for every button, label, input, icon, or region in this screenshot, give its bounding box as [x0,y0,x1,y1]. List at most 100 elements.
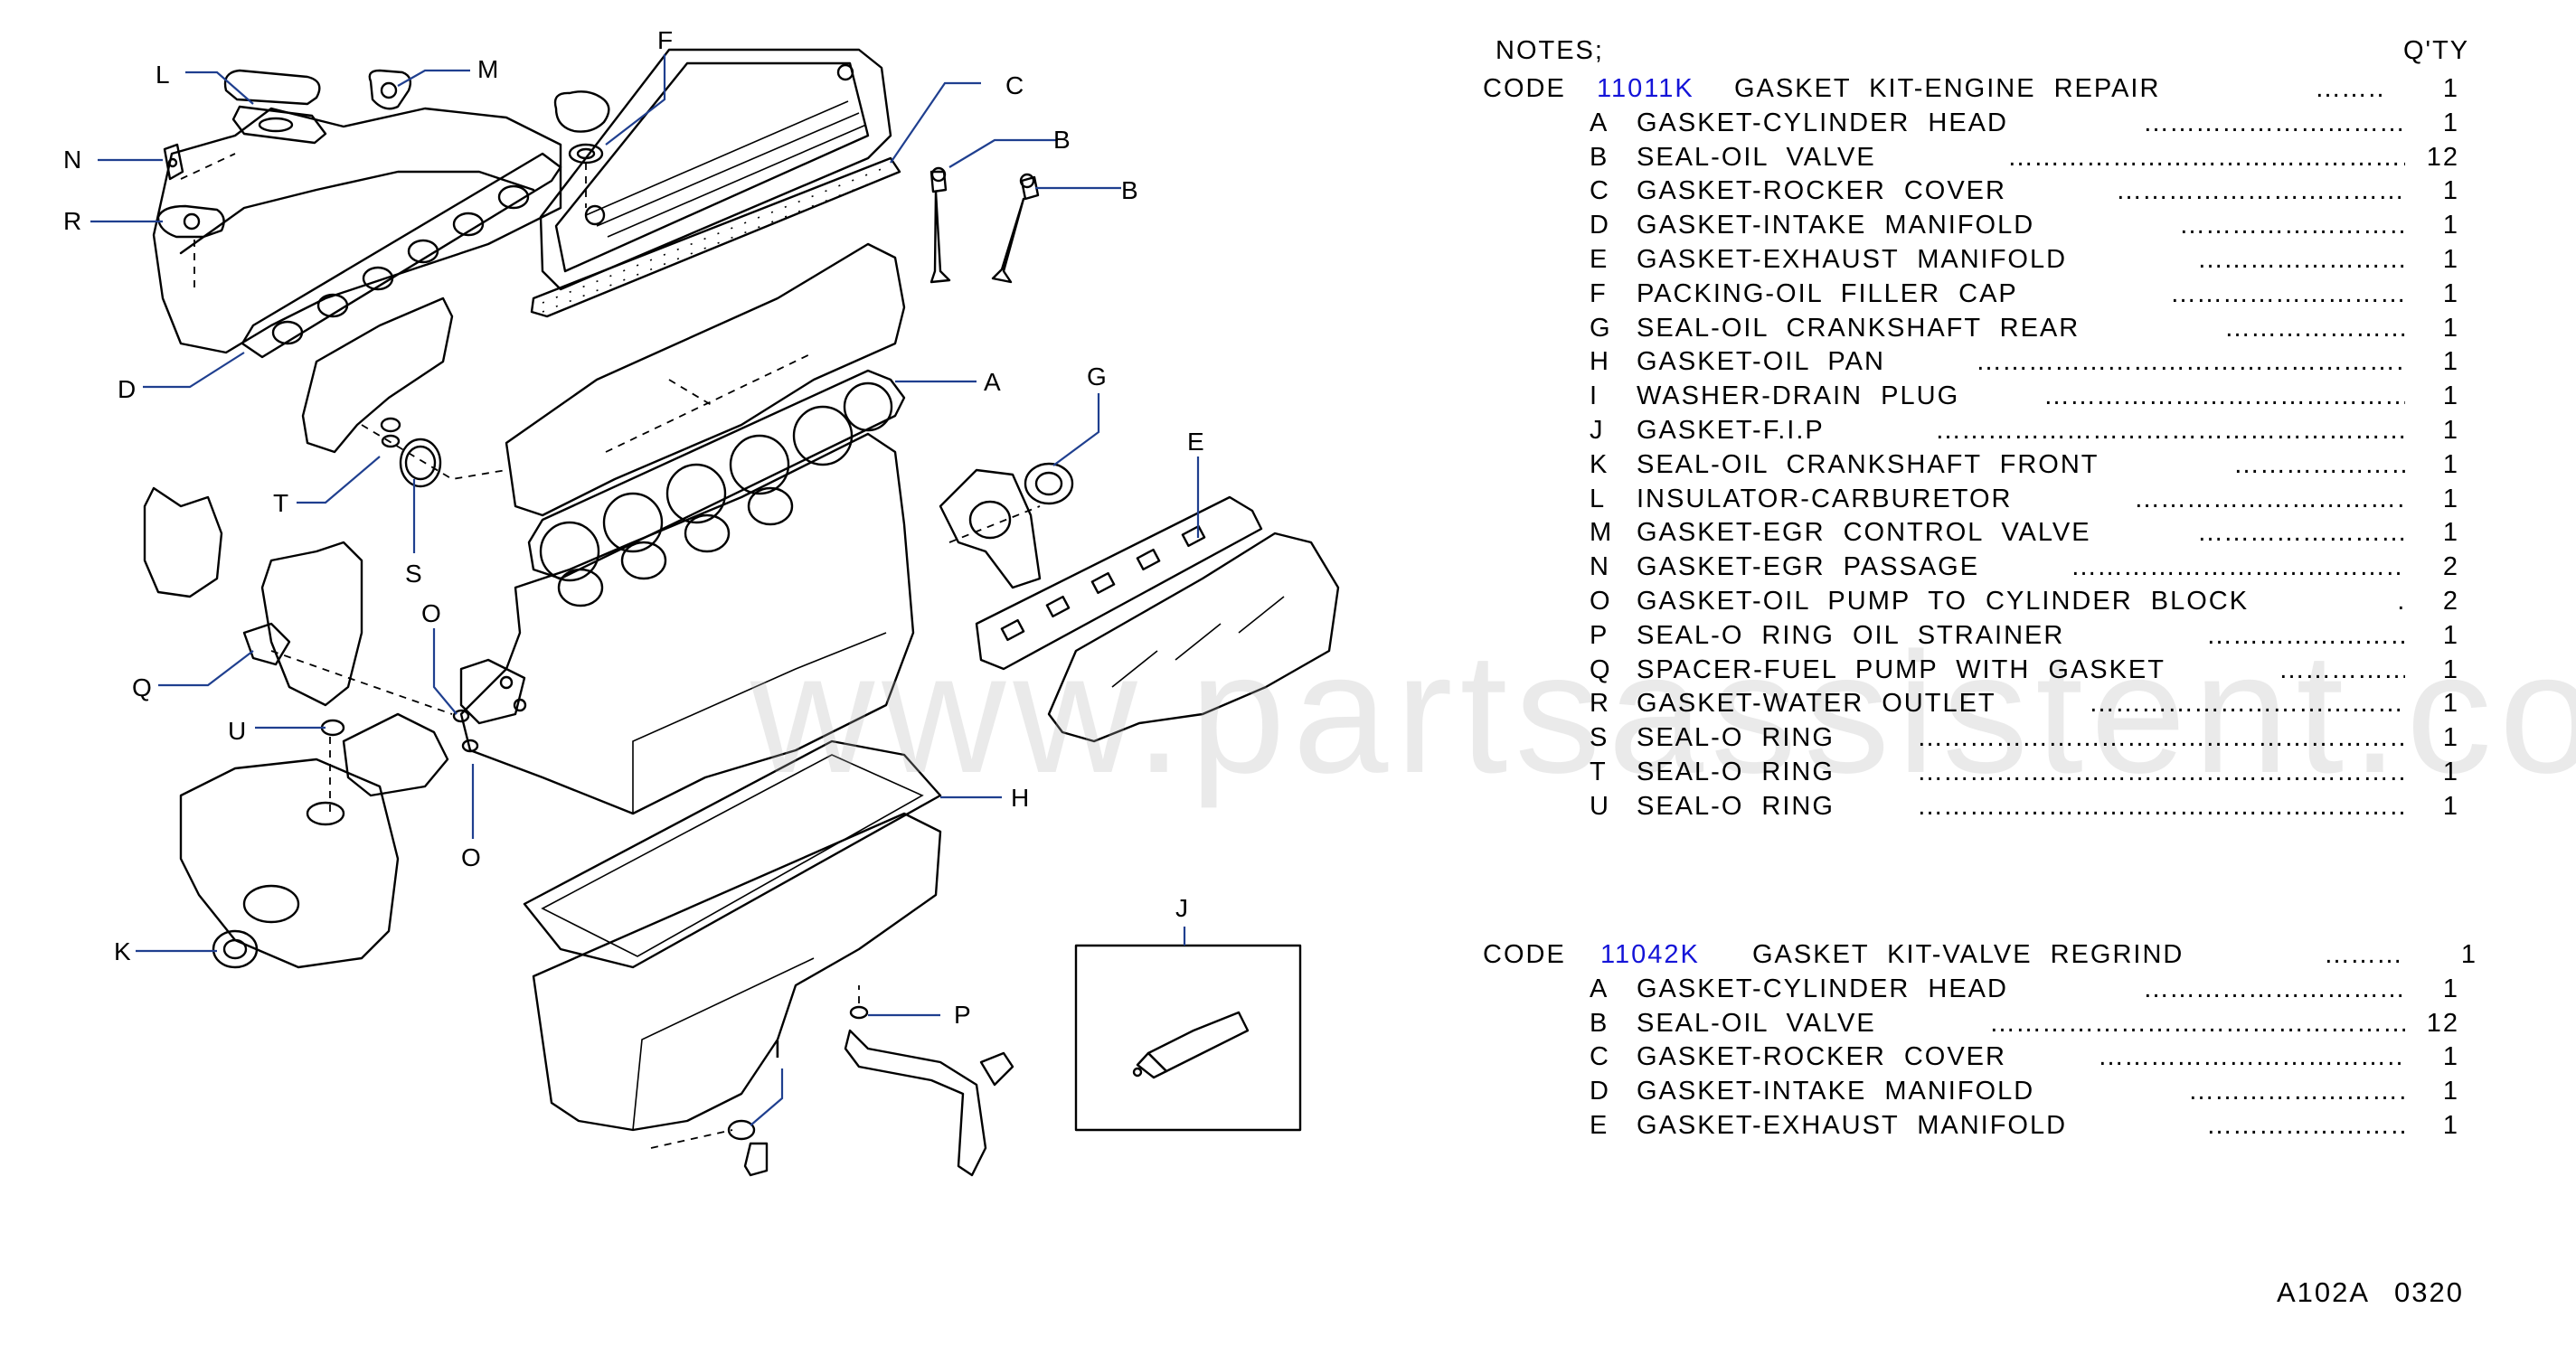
part-description: SEAL-O RING [1637,758,1835,786]
part-description: SEAL-O RING [1637,723,1835,753]
part-qty: 1 [2442,1077,2459,1106]
part-letter: E [1590,1111,1609,1140]
leader-dots: …………………………………………………………………………………………………………… [2188,1077,2405,1106]
part-letter: C [1590,1042,1610,1072]
page-reference-code: A102A 0320 [2277,1276,2464,1308]
callout-b-1: B [1053,126,1071,154]
leader-dots: …………………………………………………………………………………………………………… [2233,449,2405,479]
part-qty: 1 [2442,689,2459,719]
part-qty: 12 [2426,142,2459,172]
part-description: GASKET-CYLINDER HEAD [1637,974,2008,1003]
callout-a: A [984,368,1001,396]
leader-dots: …………………………………………………………………………………………………………… [2143,108,2405,137]
part-letter: L [1590,484,1607,513]
part-qty: 2 [2442,587,2459,616]
callout-g: G [1087,362,1107,391]
part-letter: B [1590,142,1609,172]
front-cover-drawing [179,719,400,969]
notes-label: NOTES; [1496,36,1604,65]
leader-dots: …………………………………………………………………………………………………………… [2170,278,2405,308]
leader-dots: …………………………………………………………………………………………………………… [1917,723,2405,753]
oil-pump-drawing [342,658,527,797]
part-qty: 1 [2442,416,2459,445]
leader-dots: …………………………………………………………………………………………………………… [1917,758,2405,786]
part-description: GASKET-EGR PASSAGE [1637,552,1980,582]
callout-l: L [156,61,170,89]
kit-qty: 1 [2460,940,2477,969]
part-qty: 1 [2442,1042,2459,1072]
intake-gasket-drawing [241,152,562,359]
kit-code[interactable]: 11011K [1597,74,1694,103]
part-qty: 1 [2442,381,2459,411]
qty-header: Q'TY [2403,36,2470,65]
callout-c: C [1005,71,1024,99]
part-row[interactable]: JGASKET-F.I.P………………………………………………………………………… [1483,416,2496,449]
part-description: SEAL-OIL VALVE [1637,1008,1876,1038]
exhaust-gasket-drawing [975,495,1263,671]
parts-list-panel: NOTES; Q'TY CODE 11011K GASKET KIT-ENGIN… [1483,27,2496,1140]
leader-lines [90,54,1200,1126]
oil-pan-drawing [532,812,942,1132]
callout-i: I [774,1035,781,1063]
callout-f: F [657,26,673,54]
part-letter: H [1590,347,1610,377]
part-letter: N [1590,552,1610,582]
callout-t: T [273,489,288,517]
callout-k: K [114,937,131,965]
callout-j: J [1175,894,1188,922]
part-letter: U [1590,791,1610,821]
leader-dots: …………………………………………………………………………………………………………… [1917,791,2405,821]
part-description: GASKET-WATER OUTLET [1637,689,1996,719]
part-letter: F [1590,278,1608,308]
callout-b-2: B [1121,176,1138,204]
leader-dots: …………………………………………………………………………………………………………… [2116,176,2405,206]
leader-dots: …………………………………………………………………………………………………………… [1935,416,2405,445]
part-qty: 1 [2442,791,2459,821]
leader-dots: …………………………………………………………………………………………………………… [2179,211,2405,240]
callout-d: D [118,375,136,403]
leader-dots: …………………………………………………………………………………………………………… [1976,347,2405,377]
oil-filler-cap-drawing [553,90,610,208]
leader-dots: …………… [2324,940,2405,969]
part-qty: 2 [2442,552,2459,582]
callout-o-1: O [421,599,441,627]
callout-n: N [63,146,81,174]
part-description: SEAL-OIL VALVE [1637,142,1876,172]
o-ring-drawing [270,434,479,753]
kit-header-row[interactable]: CODE 11011K GASKET KIT-ENGINE REPAIR ………… [1483,74,2496,108]
part-letter: Q [1590,654,1612,684]
kit-header-row[interactable]: CODE 11042K GASKET KIT-VALVE REGRIND ………… [1483,940,2496,974]
front-seal-drawing [212,929,259,969]
callout-labels: L M N R D F C B B A G E T S O O Q U H K … [63,26,1204,1063]
head-gasket-drawing [527,369,906,582]
kit-code[interactable]: 11042K [1600,940,1700,969]
small-gaskets-drawing [156,69,412,289]
part-qty: 1 [2442,1111,2459,1140]
part-row[interactable]: LINSULATOR-CARBURETOR…………………………………………………… [1483,485,2496,518]
callout-r: R [63,207,81,235]
